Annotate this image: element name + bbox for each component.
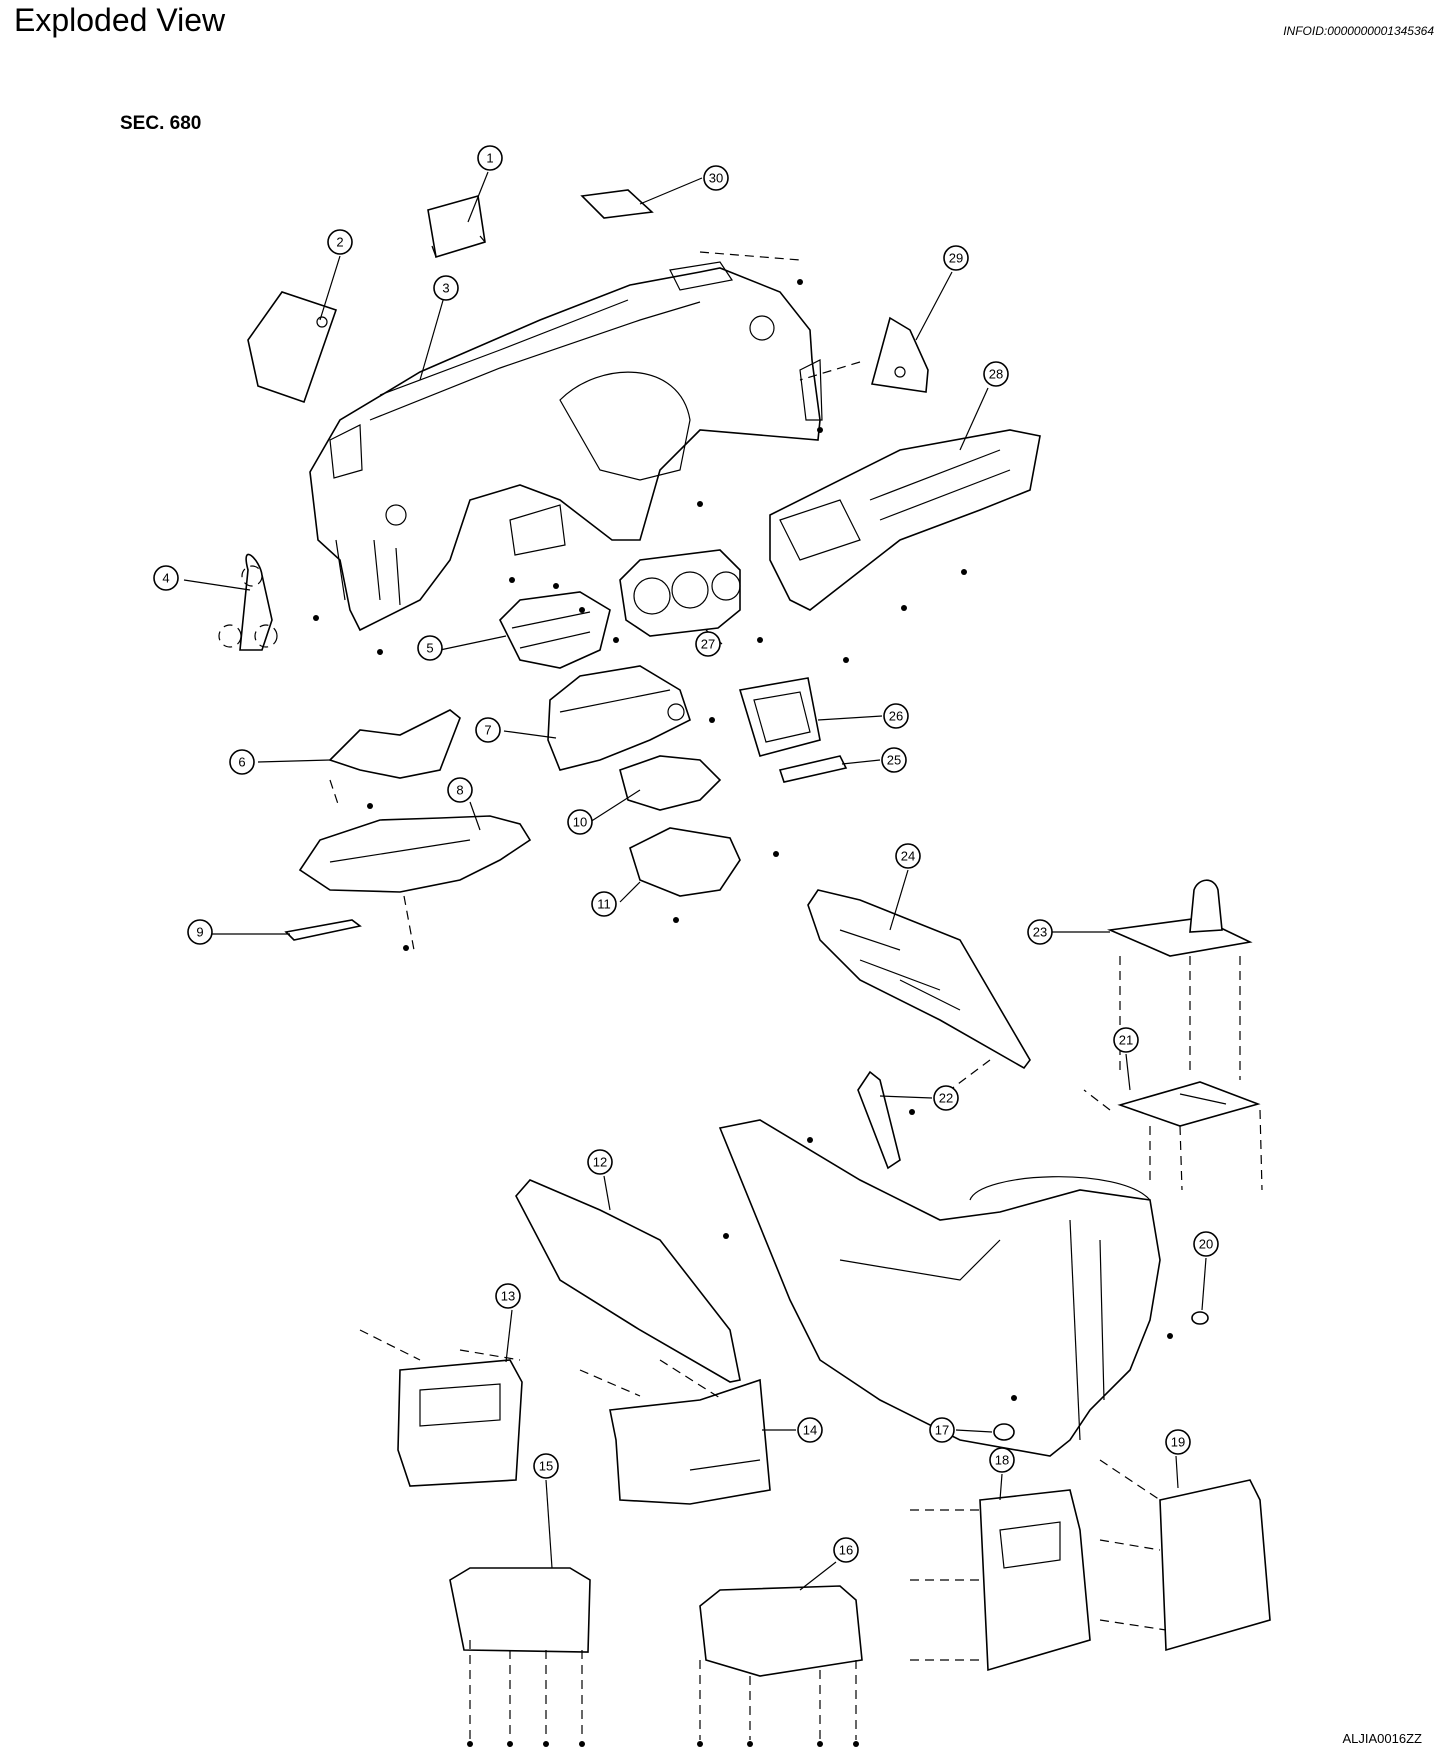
center-console-body [718, 1119, 1161, 1457]
part-15-console-lid [449, 1567, 591, 1653]
part-22-bracket [857, 1070, 901, 1170]
part-9-finisher [284, 919, 362, 941]
callout-15: 15 [533, 1453, 559, 1479]
part-24-console-side [807, 889, 1031, 1070]
page-title: Exploded View [14, 2, 226, 38]
callout-7: 7 [475, 717, 501, 743]
part-23-shift-finisher [1107, 879, 1253, 957]
svg-text:8: 8 [456, 783, 463, 798]
callout-21: 21 [1113, 1027, 1139, 1053]
part-20-grommet [1191, 1311, 1209, 1325]
svg-text:22: 22 [939, 1091, 953, 1106]
part-25-finisher [778, 755, 848, 783]
svg-text:10: 10 [573, 815, 587, 830]
callout-16: 16 [833, 1537, 859, 1563]
part-12-console-finisher [515, 1179, 741, 1383]
svg-text:2: 2 [336, 235, 343, 250]
part-4-side-cover [218, 553, 278, 651]
svg-text:27: 27 [701, 637, 715, 652]
info-id: INFOID:0000000001345364 [1283, 24, 1434, 38]
callout-23: 23 [1027, 919, 1053, 945]
part-16-console-lid-assy [699, 1585, 863, 1677]
part-3-instrument-panel [309, 261, 823, 632]
svg-text:7: 7 [484, 723, 491, 738]
svg-text:3: 3 [442, 281, 449, 296]
svg-text:18: 18 [995, 1453, 1009, 1468]
callout-20: 20 [1193, 1231, 1219, 1257]
part-11-column-cover-lower [629, 827, 741, 897]
callout-26: 26 [883, 703, 909, 729]
callout-11: 11 [591, 891, 617, 917]
part-14-console-pocket [609, 1378, 771, 1505]
callout-12: 12 [587, 1149, 613, 1175]
svg-text:9: 9 [196, 925, 203, 940]
svg-text:6: 6 [238, 755, 245, 770]
part-17-cap [993, 1423, 1015, 1441]
callout-17: 17 [929, 1417, 955, 1443]
part-7-cluster-finisher [547, 665, 691, 771]
callout-22: 22 [933, 1085, 959, 1111]
callout-29: 29 [943, 245, 969, 271]
part-5-cluster-lid [499, 591, 611, 669]
svg-text:5: 5 [426, 641, 433, 656]
part-19-rear-finisher [1159, 1479, 1271, 1652]
part-28-glove-box [769, 429, 1041, 611]
svg-text:16: 16 [839, 1543, 853, 1558]
callout-24: 24 [895, 843, 921, 869]
callout-3: 3 [433, 275, 459, 301]
svg-text:25: 25 [887, 753, 901, 768]
callout-5: 5 [417, 635, 443, 661]
callout-19: 19 [1165, 1429, 1191, 1455]
alignment-lines [329, 251, 1263, 1740]
part-13-console-box [397, 1359, 523, 1487]
part-8-lower-panel [298, 815, 532, 893]
callout-9: 9 [187, 919, 213, 945]
part-29-side-trim [870, 316, 929, 393]
part-27-center-vent [619, 549, 741, 637]
callout-8: 8 [447, 777, 473, 803]
svg-text:28: 28 [989, 367, 1003, 382]
section-label: SEC. 680 [120, 113, 202, 134]
figure-id: ALJIA0016ZZ [1342, 1731, 1423, 1746]
part-10-column-cover-upper [619, 755, 722, 811]
svg-text:14: 14 [803, 1423, 817, 1438]
callout-30: 30 [703, 165, 729, 191]
callout-25: 25 [881, 747, 907, 773]
svg-text:4: 4 [162, 571, 169, 586]
part-30-cover-plate [580, 189, 654, 219]
callout-14: 14 [797, 1417, 823, 1443]
part-2-lid [247, 291, 338, 404]
screws [313, 279, 1173, 1747]
svg-text:24: 24 [901, 849, 915, 864]
svg-text:21: 21 [1119, 1033, 1133, 1048]
callout-10: 10 [567, 809, 593, 835]
part-18-rear-finisher [979, 1489, 1091, 1672]
svg-text:19: 19 [1171, 1435, 1185, 1450]
callout-4: 4 [153, 565, 179, 591]
svg-text:11: 11 [597, 897, 611, 912]
callout-13: 13 [495, 1283, 521, 1309]
svg-text:26: 26 [889, 709, 903, 724]
svg-text:1: 1 [486, 151, 493, 166]
svg-text:15: 15 [539, 1459, 553, 1474]
part-1-cover [427, 194, 486, 259]
part-26-audio-bezel [738, 677, 821, 757]
svg-text:20: 20 [1199, 1237, 1213, 1252]
svg-text:23: 23 [1033, 925, 1047, 940]
callout-18: 18 [989, 1447, 1015, 1473]
part-21-shift-indicator [1117, 1081, 1261, 1127]
svg-text:29: 29 [949, 251, 963, 266]
svg-text:12: 12 [593, 1155, 607, 1170]
callout-27: 27 [695, 631, 721, 657]
part-6-lower-bracket [328, 709, 461, 779]
svg-text:17: 17 [935, 1423, 949, 1438]
svg-text:30: 30 [709, 171, 723, 186]
callout-6: 6 [229, 749, 255, 775]
svg-text:13: 13 [501, 1289, 515, 1304]
callout-1: 1 [477, 145, 503, 171]
callout-2: 2 [327, 229, 353, 255]
callout-28: 28 [983, 361, 1009, 387]
